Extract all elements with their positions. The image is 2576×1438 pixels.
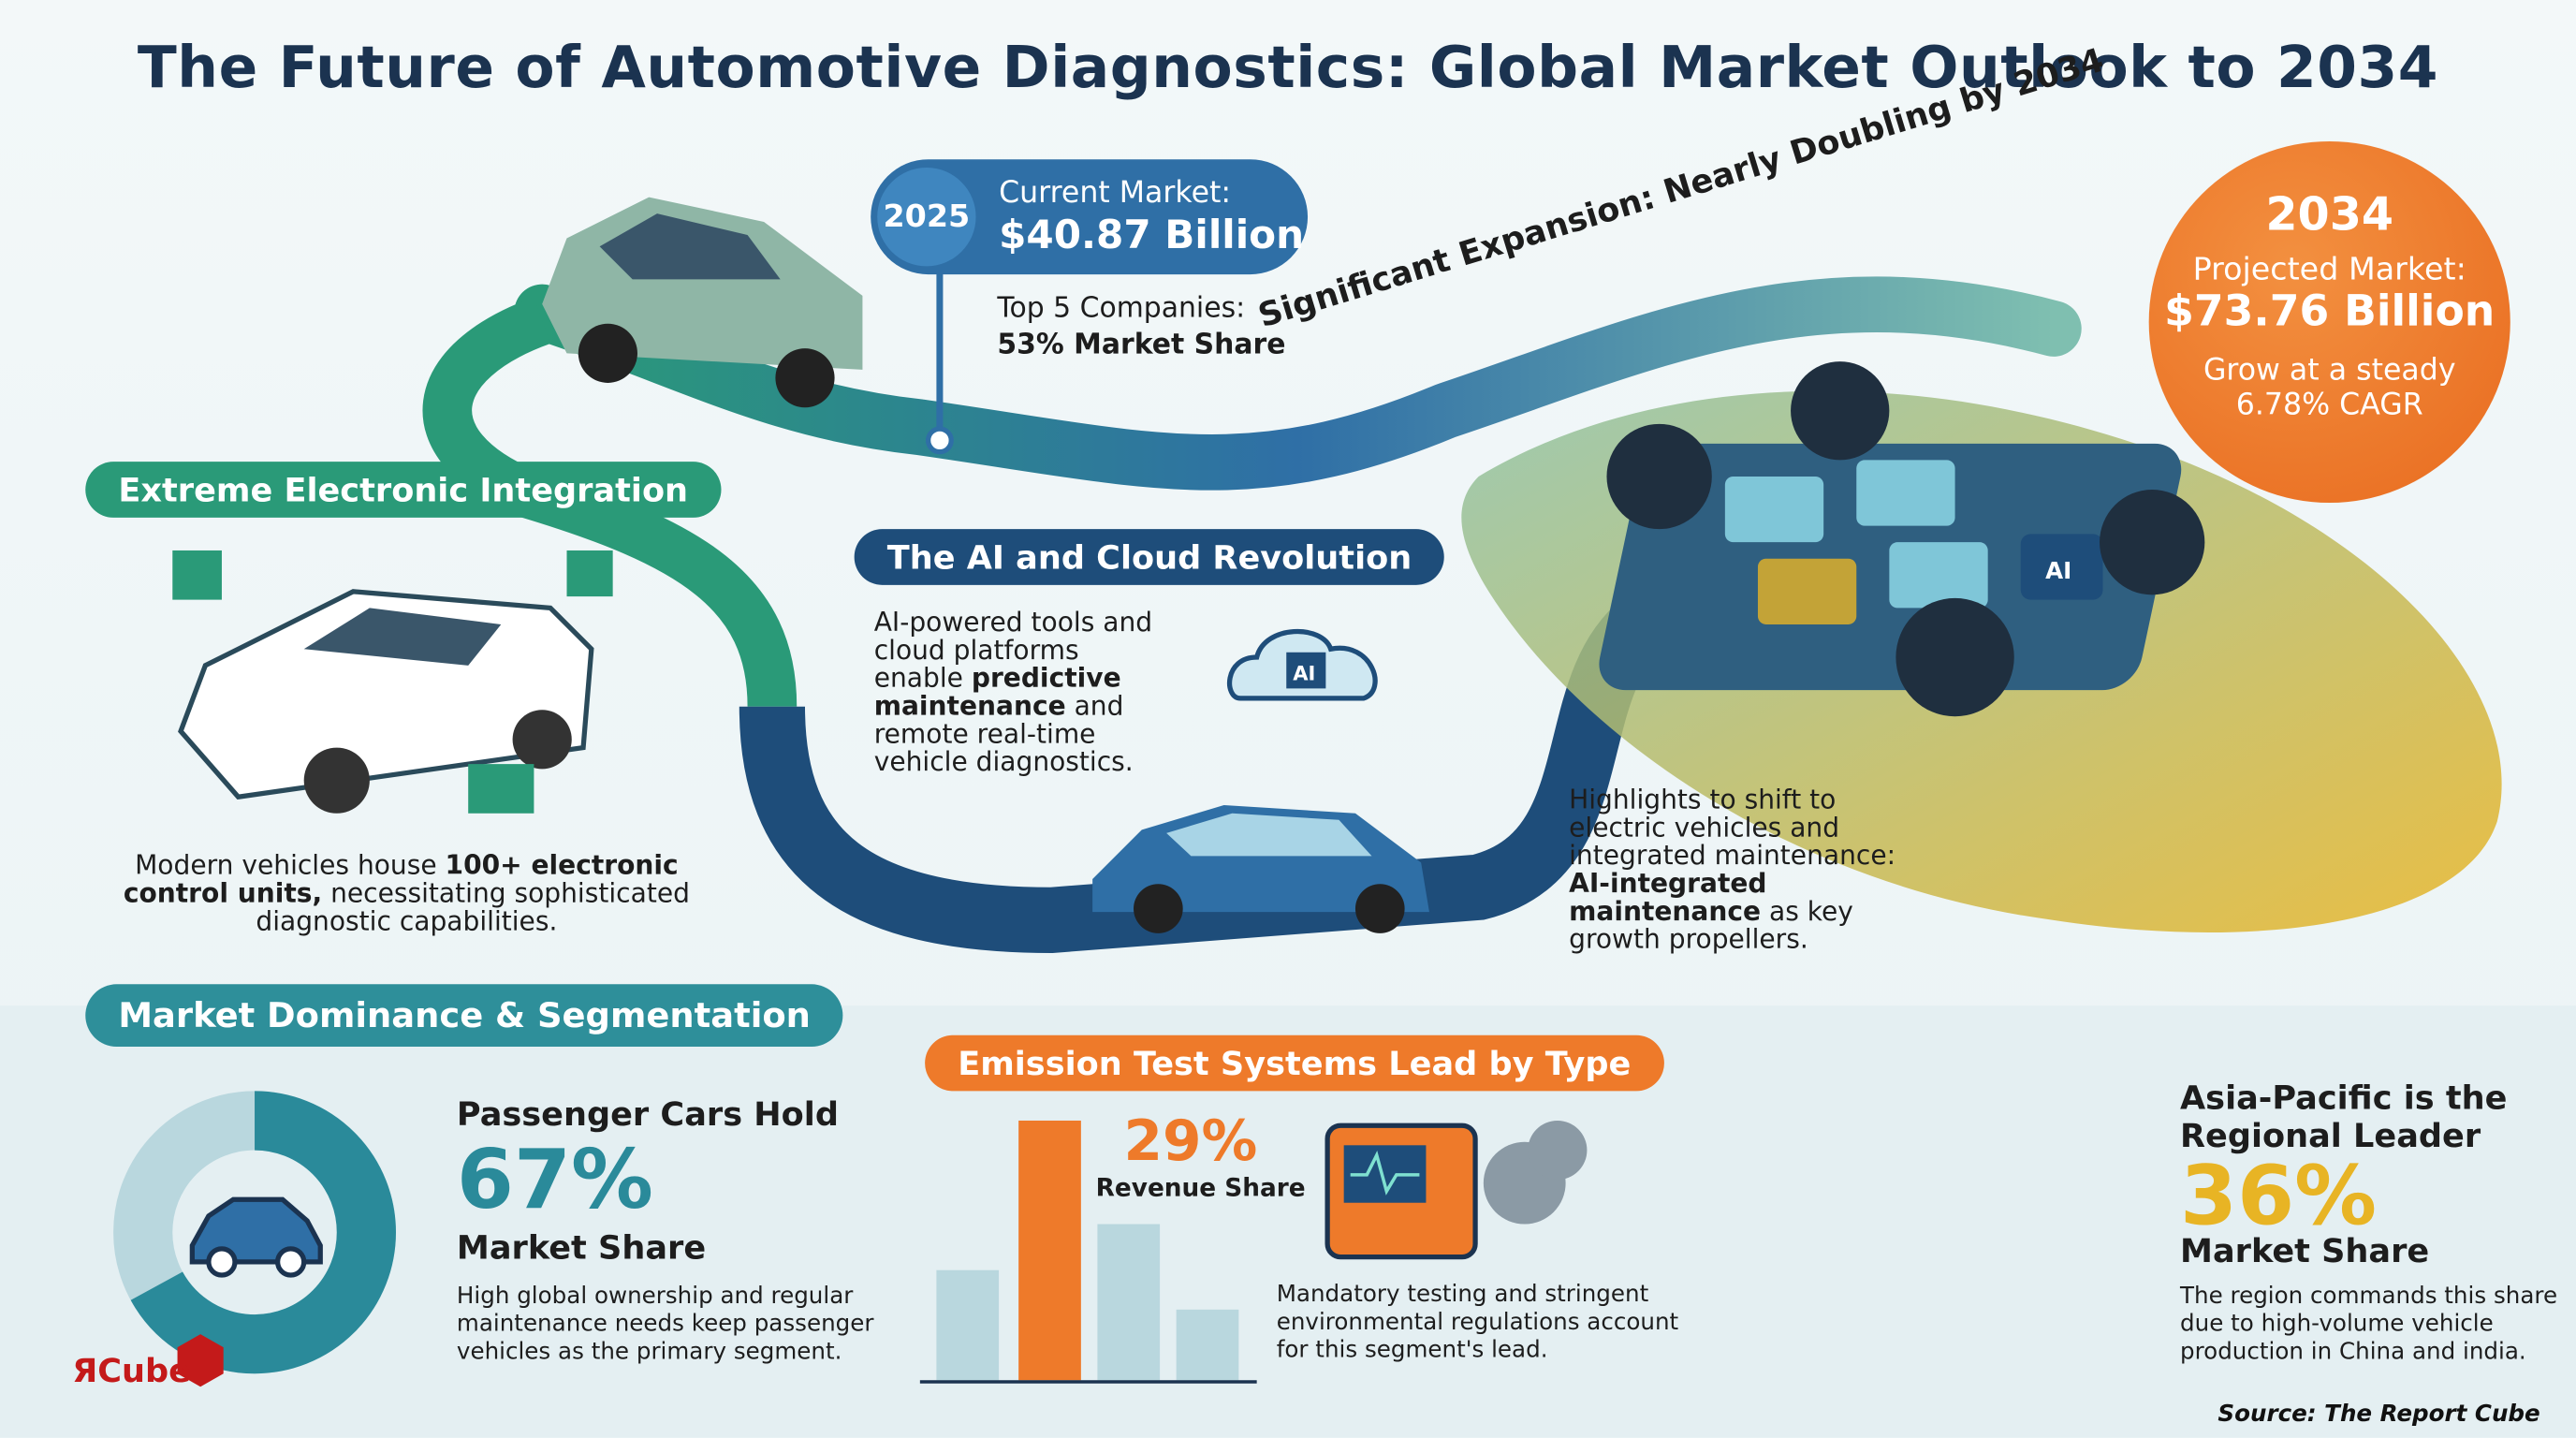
chip-icon [468, 764, 534, 814]
ev-chassis: AI [1599, 361, 2205, 717]
segmentation-subtitle: Market Share [456, 1227, 707, 1268]
region-value: 36% [2180, 1148, 2378, 1244]
top-companies-share: 53% Market Share [997, 329, 1286, 362]
pin-dot [925, 426, 954, 455]
car-icon [189, 1196, 323, 1278]
projected-value: $73.76 Billion [2164, 287, 2496, 337]
rcube-logo [177, 1334, 224, 1387]
emission-text: Mandatory testing and stringent environm… [1276, 1281, 1679, 1364]
cagr-line2: 6.78% CAGR [2235, 388, 2423, 423]
region-text: The region commands this share due to hi… [2180, 1283, 2558, 1366]
current-market-value: $40.87 Billion [999, 212, 1305, 258]
region-subtitle: Market Share [2180, 1230, 2430, 1270]
ai-cloud-heading: The AI and Cloud Revolution [854, 529, 1445, 585]
ev-text: Highlights to shift to electric vehicles… [1569, 784, 1896, 955]
bar-emission [1018, 1120, 1081, 1381]
cagr-line1: Grow at a steady [2203, 353, 2456, 389]
electronic-car-icon [172, 550, 613, 814]
connected-car-icon [1092, 804, 1429, 933]
year-2025: 2025 [877, 168, 976, 267]
projected-market-badge: 2034 Projected Market: $73.76 Billion Gr… [2148, 140, 2510, 504]
ai-cloud-icon: AI [1226, 628, 1378, 701]
emission-value: 29% [1123, 1108, 1258, 1175]
segmentation-value: 67% [456, 1132, 653, 1228]
logo-text: ЯCube [72, 1350, 191, 1390]
bar [1097, 1224, 1161, 1381]
projected-label: Projected Market: [2192, 251, 2466, 288]
ai-chip-icon [2020, 534, 2103, 600]
road-loop [739, 598, 1665, 953]
chip-icon [172, 550, 222, 600]
emission-tester-icon [1325, 1120, 1588, 1260]
bar [1176, 1309, 1239, 1381]
emission-heading: Emission Test Systems Lead by Type [925, 1034, 1664, 1092]
current-market-label: Current Market: [999, 175, 1232, 211]
chip-icon [566, 550, 613, 597]
passenger-car-donut [113, 1091, 396, 1374]
top-companies: Top 5 Companies: 53% Market Share [997, 291, 1285, 363]
segmentation-heading: Market Dominance & Segmentation [85, 984, 843, 1047]
segmentation-text: High global ownership and regular mainte… [456, 1283, 874, 1366]
ai-cloud-text: AI-powered tools and cloud platforms ena… [873, 606, 1153, 778]
svg-text:AI: AI [2045, 557, 2071, 584]
bar [936, 1269, 1000, 1381]
road-upper [514, 276, 2082, 491]
current-market-badge: 2025 Current Market: $40.87 Billion [871, 159, 1309, 275]
car-top-icon [542, 197, 863, 408]
electronic-text: Modern vehicles house 100+ electronic co… [123, 849, 690, 937]
emission-subtitle: Revenue Share [1095, 1173, 1306, 1203]
segmentation-title: Passenger Cars Hold [456, 1093, 839, 1135]
source-credit: Source: The Report Cube [2217, 1401, 2540, 1429]
top-companies-label: Top 5 Companies: [997, 292, 1246, 326]
svg-text:AI: AI [1293, 662, 1315, 685]
page-title: The Future of Automotive Diagnostics: Gl… [137, 36, 2439, 102]
year-2034: 2034 [2265, 187, 2394, 242]
emission-bar-chart [919, 1120, 1257, 1384]
electronic-heading: Extreme Electronic Integration [85, 462, 722, 518]
